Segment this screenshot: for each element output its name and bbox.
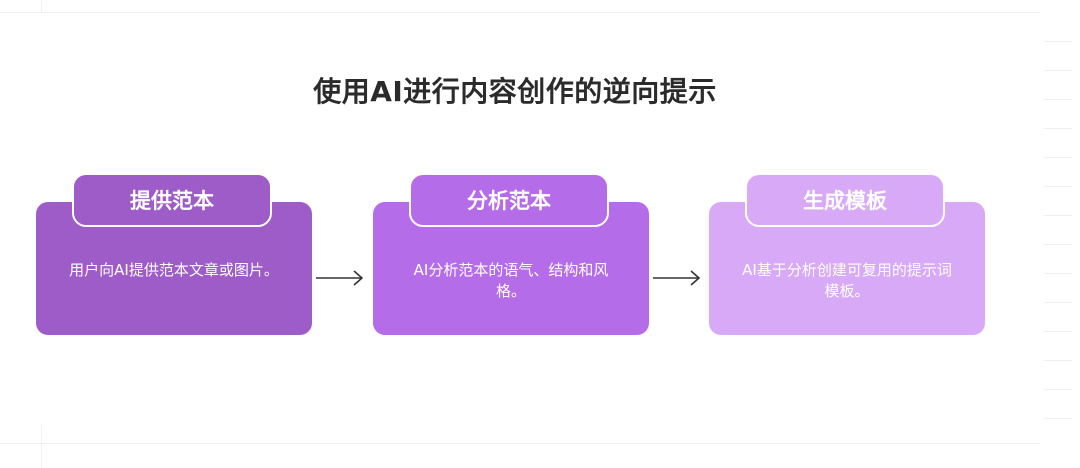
page-guide-tick [1044,389,1072,390]
page-guide-tick [1044,70,1072,71]
step-label-tab: 提供范本 [72,173,272,227]
step-card-provide-sample: 提供范本 用户向AI提供范本文章或图片。 [36,173,312,335]
page-guide-tick [1044,186,1072,187]
page-guide-tick [1044,128,1072,129]
flow-arrow-icon [316,270,364,286]
page-guide-tick [1044,360,1072,361]
diagram-title: 使用AI进行内容创作的逆向提示 [313,75,717,108]
page-guide-tick [1044,331,1072,332]
step-card-analyze-sample: 分析范本 AI分析范本的语气、结构和风格。 [373,173,649,335]
page-guide-line [0,12,1040,13]
page-guide-line [41,0,42,12]
step-label-tab: 生成模板 [745,173,945,227]
flow-arrow-icon [653,270,701,286]
page-guide-tick [1044,273,1072,274]
page-guide-tick [1044,244,1072,245]
step-card-generate-template: 生成模板 AI基于分析创建可复用的提示词模板。 [709,173,985,335]
step-label: 分析范本 [467,189,551,213]
page-guide-tick [1044,215,1072,216]
page-guide-tick [1044,41,1072,42]
page-guide-tick [1044,157,1072,158]
page-guide-tick [1044,418,1072,419]
step-description: AI基于分析创建可复用的提示词模板。 [742,261,952,300]
step-description: 用户向AI提供范本文章或图片。 [69,261,279,279]
page-guide-line [41,425,42,468]
step-label: 提供范本 [130,189,214,213]
step-label-tab: 分析范本 [409,173,609,227]
page-guide-tick [1044,302,1072,303]
page-guide-tick [1044,99,1072,100]
page-guide-line [0,443,1040,444]
step-description: AI分析范本的语气、结构和风格。 [413,261,609,300]
step-label: 生成模板 [803,189,887,213]
